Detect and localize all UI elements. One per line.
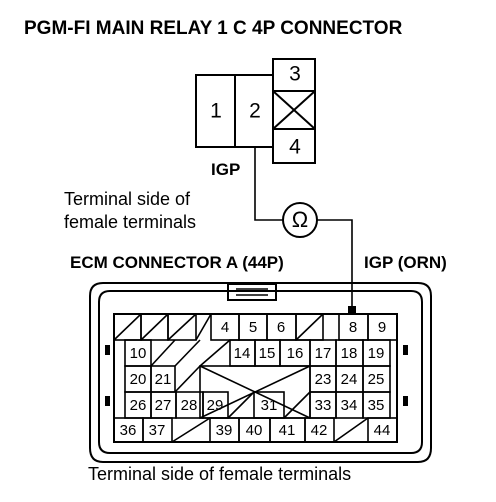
relay-igp-label: IGP — [211, 160, 240, 179]
ecm-pin-19: 19 — [368, 345, 385, 362]
ecm-pin-41: 41 — [279, 422, 296, 439]
ecm-pin-42: 42 — [311, 422, 328, 439]
ecm-connector: 4 5 6 8 9 10 14 15 16 17 18 19 — [89, 282, 432, 463]
ecm-pin-35: 35 — [368, 397, 385, 414]
ecm-pin-14: 14 — [234, 345, 251, 362]
ecm-pin-10: 10 — [130, 345, 147, 362]
relay-terminal-3: 3 — [289, 63, 301, 86]
ecm-row-4: 26 27 28 29 31 33 34 35 — [124, 391, 391, 419]
ecm-pin-23: 23 — [315, 371, 332, 388]
relay-terminal-2: 2 — [249, 100, 261, 123]
ecm-bottom-label: Terminal side of female terminals — [88, 464, 351, 484]
ecm-pin-16: 16 — [287, 345, 304, 362]
ecm-connector-title: ECM CONNECTOR A (44P) — [70, 253, 284, 272]
ecm-pin-8: 8 — [349, 319, 357, 336]
ecm-pin-24: 24 — [341, 371, 358, 388]
ecm-pin-27: 27 — [155, 397, 172, 414]
ecm-pin-29: 29 — [207, 397, 224, 414]
ohmmeter-icon — [282, 202, 318, 238]
diagram-title: PGM-FI MAIN RELAY 1 C 4P CONNECTOR — [24, 18, 403, 39]
ohm-symbol: Ω — [292, 207, 308, 232]
ecm-pin-21: 21 — [155, 371, 172, 388]
ecm-pin-6: 6 — [277, 319, 285, 336]
ecm-pin-39: 39 — [216, 422, 233, 439]
relay-terminal-4: 4 — [289, 136, 301, 159]
ecm-pin-33: 33 — [315, 397, 332, 414]
ecm-pin-20: 20 — [130, 371, 147, 388]
ecm-row-1: 4 5 6 8 9 — [113, 313, 398, 341]
ecm-pin-44: 44 — [374, 422, 391, 439]
relay-terminal-1: 1 — [210, 100, 222, 123]
ecm-pin-28: 28 — [181, 397, 198, 414]
ecm-pin-18: 18 — [341, 345, 358, 362]
ecm-pin-26: 26 — [130, 397, 147, 414]
ecm-row-2: 10 14 15 16 17 18 19 — [124, 339, 391, 367]
meter-wiring: Ω — [254, 147, 353, 310]
ecm-pin-25: 25 — [368, 371, 385, 388]
ecm-pin-36: 36 — [120, 422, 137, 439]
ecm-pin-4: 4 — [221, 319, 229, 336]
ecm-pin-34: 34 — [341, 397, 358, 414]
ecm-row-5: 36 37 39 40 41 42 44 — [113, 417, 398, 443]
relay-side-label-1: Terminal side of — [64, 189, 191, 209]
relay-side-label-2: female terminals — [64, 212, 196, 232]
ecm-pin-40: 40 — [246, 422, 263, 439]
ecm-pin-5: 5 — [249, 319, 257, 336]
relay-connector: 1 2 3 4 — [195, 58, 316, 164]
ecm-pin-15: 15 — [259, 345, 276, 362]
ecm-pin-31: 31 — [261, 397, 278, 414]
ecm-pin-17: 17 — [315, 345, 332, 362]
ecm-pin-37: 37 — [149, 422, 166, 439]
ecm-pin-9: 9 — [378, 319, 386, 336]
ecm-wire-label: IGP (ORN) — [364, 253, 447, 272]
